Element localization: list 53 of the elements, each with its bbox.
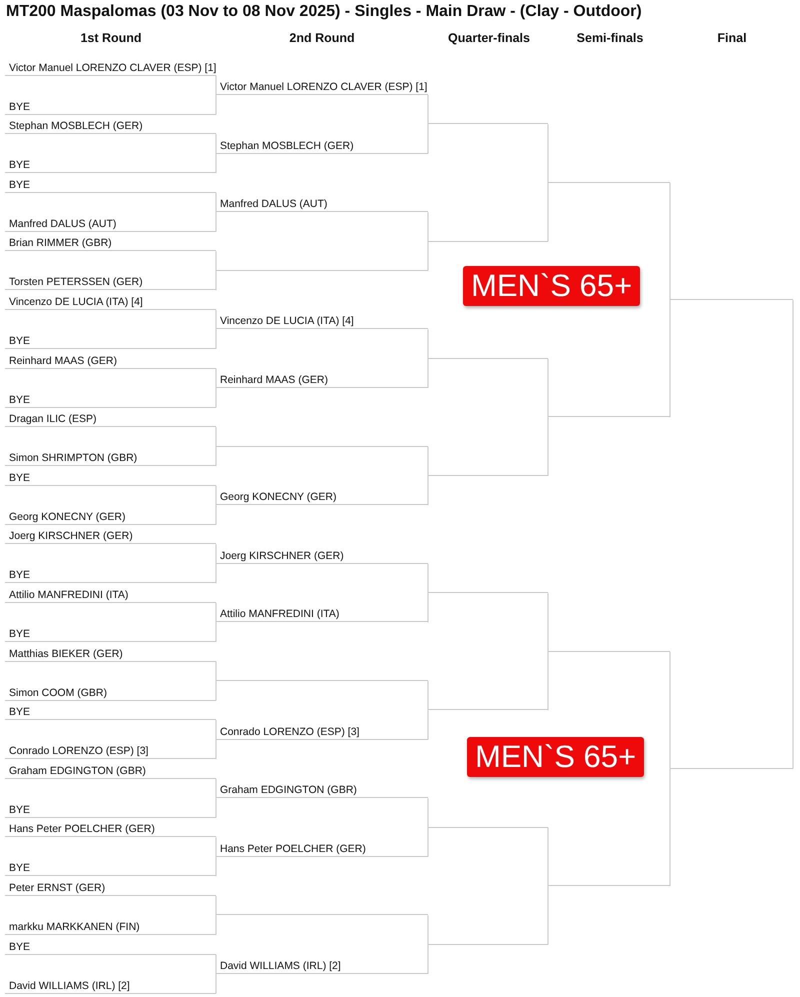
- round-heading: Final: [717, 31, 747, 45]
- round-heading: Quarter-finals: [448, 31, 530, 45]
- player-slot: BYE: [5, 96, 216, 114]
- player-slot: Vincenzo DE LUCIA (ITA) [4]: [5, 292, 216, 310]
- bracket-connector: [792, 300, 794, 770]
- player-slot: Hans Peter POELCHER (GER): [216, 838, 428, 857]
- player-slot: Brian RIMMER (GBR): [5, 233, 216, 252]
- player-slot: Attilio MANFREDINI (ITA): [216, 604, 428, 622]
- player-slot: Graham EDGINGTON (GBR): [216, 780, 428, 798]
- player-slot: Peter ERNST (GER): [5, 878, 216, 896]
- category-badge: MEN`S 65+: [463, 266, 640, 306]
- player-slot: BYE: [5, 390, 216, 408]
- player-slot: Manfred DALUS (AUT): [5, 214, 216, 232]
- player-slot: markku MARKKANEN (FIN): [5, 916, 216, 935]
- player-slot: David WILLIAMS (IRL) [2]: [216, 956, 428, 974]
- player-slot: Georg KONECNY (GER): [5, 506, 216, 525]
- player-slot: Simon COOM (GBR): [5, 682, 216, 700]
- player-slot: Vincenzo DE LUCIA (ITA) [4]: [216, 311, 428, 330]
- player-slot: BYE: [5, 800, 216, 818]
- round-heading: 1st Round: [80, 31, 142, 45]
- player-slot: Victor Manuel LORENZO CLAVER (ESP) [1]: [5, 58, 216, 76]
- player-slot: BYE: [5, 330, 216, 349]
- bracket-title: MT200 Maspalomas (03 Nov to 08 Nov 2025) - Singles - Main Draw - (Clay - Outdoor): [6, 3, 642, 21]
- player-slot: Torsten PETERSSEN (GER): [5, 272, 216, 290]
- player-slot: Dragan ILIC (ESP): [5, 409, 216, 428]
- player-slot: Stephan MOSBLECH (GER): [216, 136, 428, 154]
- player-slot: Conrado LORENZO (ESP) [3]: [216, 722, 428, 740]
- player-slot: BYE: [5, 624, 216, 642]
- player-slot: Attilio MANFREDINI (ITA): [5, 584, 216, 603]
- player-slot: BYE: [5, 936, 216, 954]
- player-slot: David WILLIAMS (IRL) [2]: [5, 976, 216, 994]
- player-slot: Conrado LORENZO (ESP) [3]: [5, 741, 216, 760]
- player-slot: BYE: [5, 174, 216, 193]
- player-slot: Hans Peter POELCHER (GER): [5, 819, 216, 838]
- player-slot: Joerg KIRSCHNER (GER): [216, 546, 428, 564]
- player-slot: BYE: [5, 468, 216, 486]
- player-slot: BYE: [5, 702, 216, 720]
- round-heading: Semi-finals: [576, 31, 644, 45]
- player-slot: Matthias BIEKER (GER): [5, 644, 216, 662]
- player-slot: Reinhard MAAS (GER): [216, 370, 428, 388]
- round-heading: 2nd Round: [289, 31, 355, 45]
- category-badge: MEN`S 65+: [467, 737, 644, 777]
- player-slot: BYE: [5, 858, 216, 876]
- player-slot: BYE: [5, 565, 216, 584]
- player-slot: Manfred DALUS (AUT): [216, 194, 428, 212]
- player-slot: Victor Manuel LORENZO CLAVER (ESP) [1]: [216, 77, 428, 95]
- player-slot: Joerg KIRSCHNER (GER): [5, 526, 216, 544]
- player-slot: Georg KONECNY (GER): [216, 487, 428, 506]
- player-slot: Simon SHRIMPTON (GBR): [5, 448, 216, 466]
- player-slot: Graham EDGINGTON (GBR): [5, 760, 216, 779]
- player-slot: Reinhard MAAS (GER): [5, 350, 216, 368]
- player-slot: BYE: [5, 155, 216, 174]
- player-slot: Stephan MOSBLECH (GER): [5, 116, 216, 134]
